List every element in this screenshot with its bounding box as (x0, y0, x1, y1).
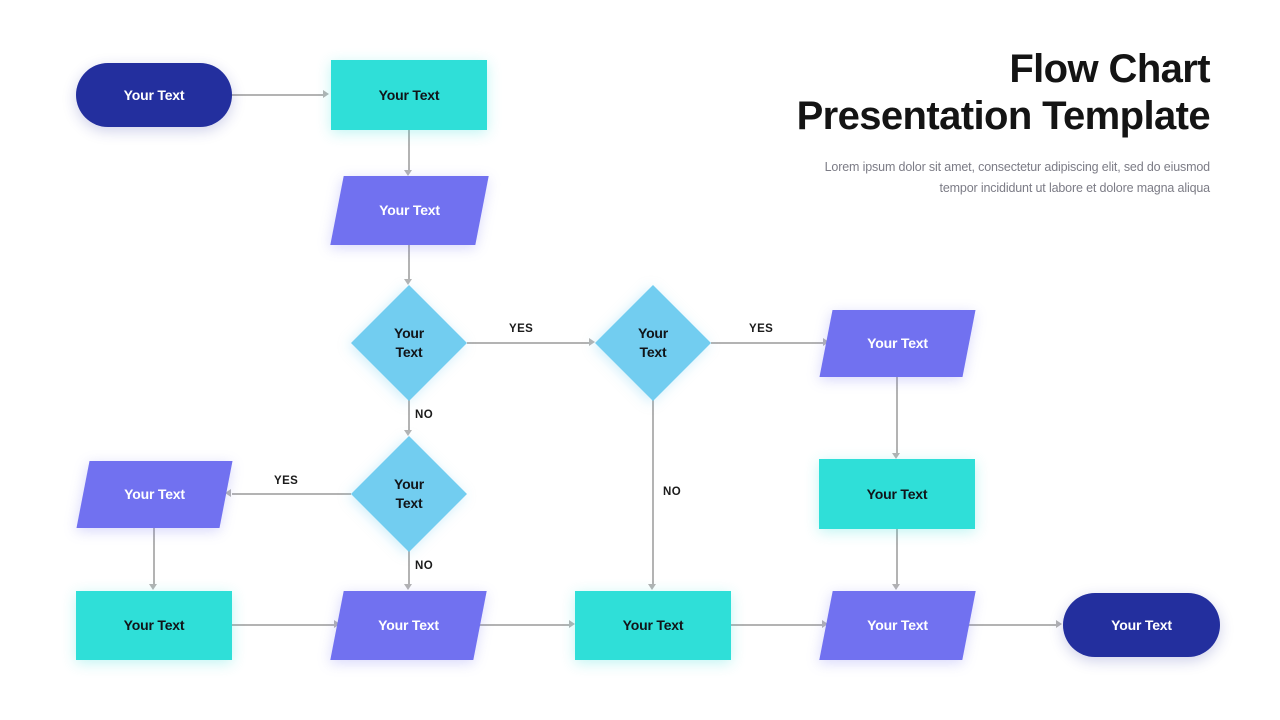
diamond-shape (595, 285, 711, 401)
page-title-line-1: Flow Chart (1009, 47, 1210, 91)
node-start-terminator[interactable]: Your Text (76, 63, 232, 127)
connector-n2-n3 (408, 130, 410, 170)
node-data-5[interactable]: Your Text (819, 591, 976, 660)
node-decision-2[interactable]: Your Text (595, 285, 711, 401)
arrowhead-n9-n10 (149, 584, 157, 590)
connector-n10-n11 (232, 624, 334, 626)
arrowhead-n1-n2 (323, 90, 329, 98)
node-process-4[interactable]: Your Text (575, 591, 731, 660)
arrowhead-n7-n13 (892, 584, 900, 590)
connector-n4-n8 (408, 400, 410, 430)
node-label: Your Text (622, 617, 684, 633)
subtitle-line-1: Lorem ipsum dolor sit amet, consectetur … (824, 160, 1211, 174)
edge-label-no-3: NO (415, 560, 434, 572)
connector-n13-n14 (967, 624, 1056, 626)
parallelogram-shape (330, 591, 487, 660)
node-data-3[interactable]: Your Text (76, 461, 233, 528)
arrowhead-n4-n5 (589, 338, 595, 346)
edge-label-yes-2: YES (749, 323, 774, 335)
node-data-2[interactable]: Your Text (819, 310, 976, 377)
connector-n5-n12 (652, 400, 654, 584)
parallelogram-shape (76, 461, 233, 528)
arrowhead-n8-n9 (225, 489, 231, 497)
edge-label-yes-1: YES (509, 323, 534, 335)
arrowhead-n8-n11 (404, 584, 412, 590)
node-data-1[interactable]: Your Text (330, 176, 489, 245)
connector-n4-n5 (467, 342, 589, 344)
connector-n7-n13 (896, 529, 898, 584)
connector-n8-n11 (408, 551, 410, 584)
node-decision-3[interactable]: Your Text (351, 436, 467, 552)
connector-n12-n13 (731, 624, 822, 626)
edge-label-no-2: NO (663, 486, 682, 498)
node-data-4[interactable]: Your Text (330, 591, 487, 660)
title-block: Flow Chart Presentation Template Lorem i… (510, 46, 1211, 199)
arrowhead-n3-n4 (404, 279, 412, 285)
connector-n5-n6 (711, 342, 823, 344)
parallelogram-shape (819, 310, 976, 377)
arrowhead-n5-n12 (648, 584, 656, 590)
subtitle-line-2: tempor incididunt ut labore et dolore ma… (939, 181, 1211, 195)
node-label: Your Text (378, 86, 440, 103)
connector-n8-n9 (232, 493, 351, 495)
node-label: Your Text (866, 485, 928, 502)
page-title-line-2: Presentation Template (796, 94, 1211, 138)
connector-n9-n10 (153, 528, 155, 584)
parallelogram-shape (330, 176, 489, 245)
arrowhead-n11-n12 (569, 620, 575, 628)
connector-n3-n4 (408, 245, 410, 279)
edge-label-no-1: NO (415, 409, 434, 421)
parallelogram-shape (819, 591, 976, 660)
node-process-3[interactable]: Your Text (76, 591, 232, 660)
node-label: Your Text (123, 86, 185, 103)
connector-n6-n7 (896, 377, 898, 453)
node-process-1[interactable]: Your Text (331, 60, 487, 130)
arrowhead-n4-n8 (404, 430, 412, 436)
node-label: Your Text (1111, 616, 1172, 633)
arrowhead-n13-n14 (1056, 620, 1062, 628)
node-process-2[interactable]: Your Text (819, 459, 975, 529)
arrowhead-n2-n3 (404, 170, 412, 176)
node-label: Your Text (123, 617, 185, 633)
connector-n11-n12 (479, 624, 569, 626)
diamond-shape (351, 285, 467, 401)
arrowhead-n6-n7 (892, 453, 900, 459)
connector-n1-n2 (231, 94, 323, 96)
arrowhead-n12-n13 (822, 620, 828, 628)
node-end-terminator[interactable]: Your Text (1063, 593, 1220, 657)
subtitle: Lorem ipsum dolor sit amet, consectetur … (510, 157, 1211, 199)
node-decision-1[interactable]: Your Text (351, 285, 467, 401)
edge-label-yes-3: YES (274, 475, 299, 487)
diamond-shape (351, 436, 467, 552)
